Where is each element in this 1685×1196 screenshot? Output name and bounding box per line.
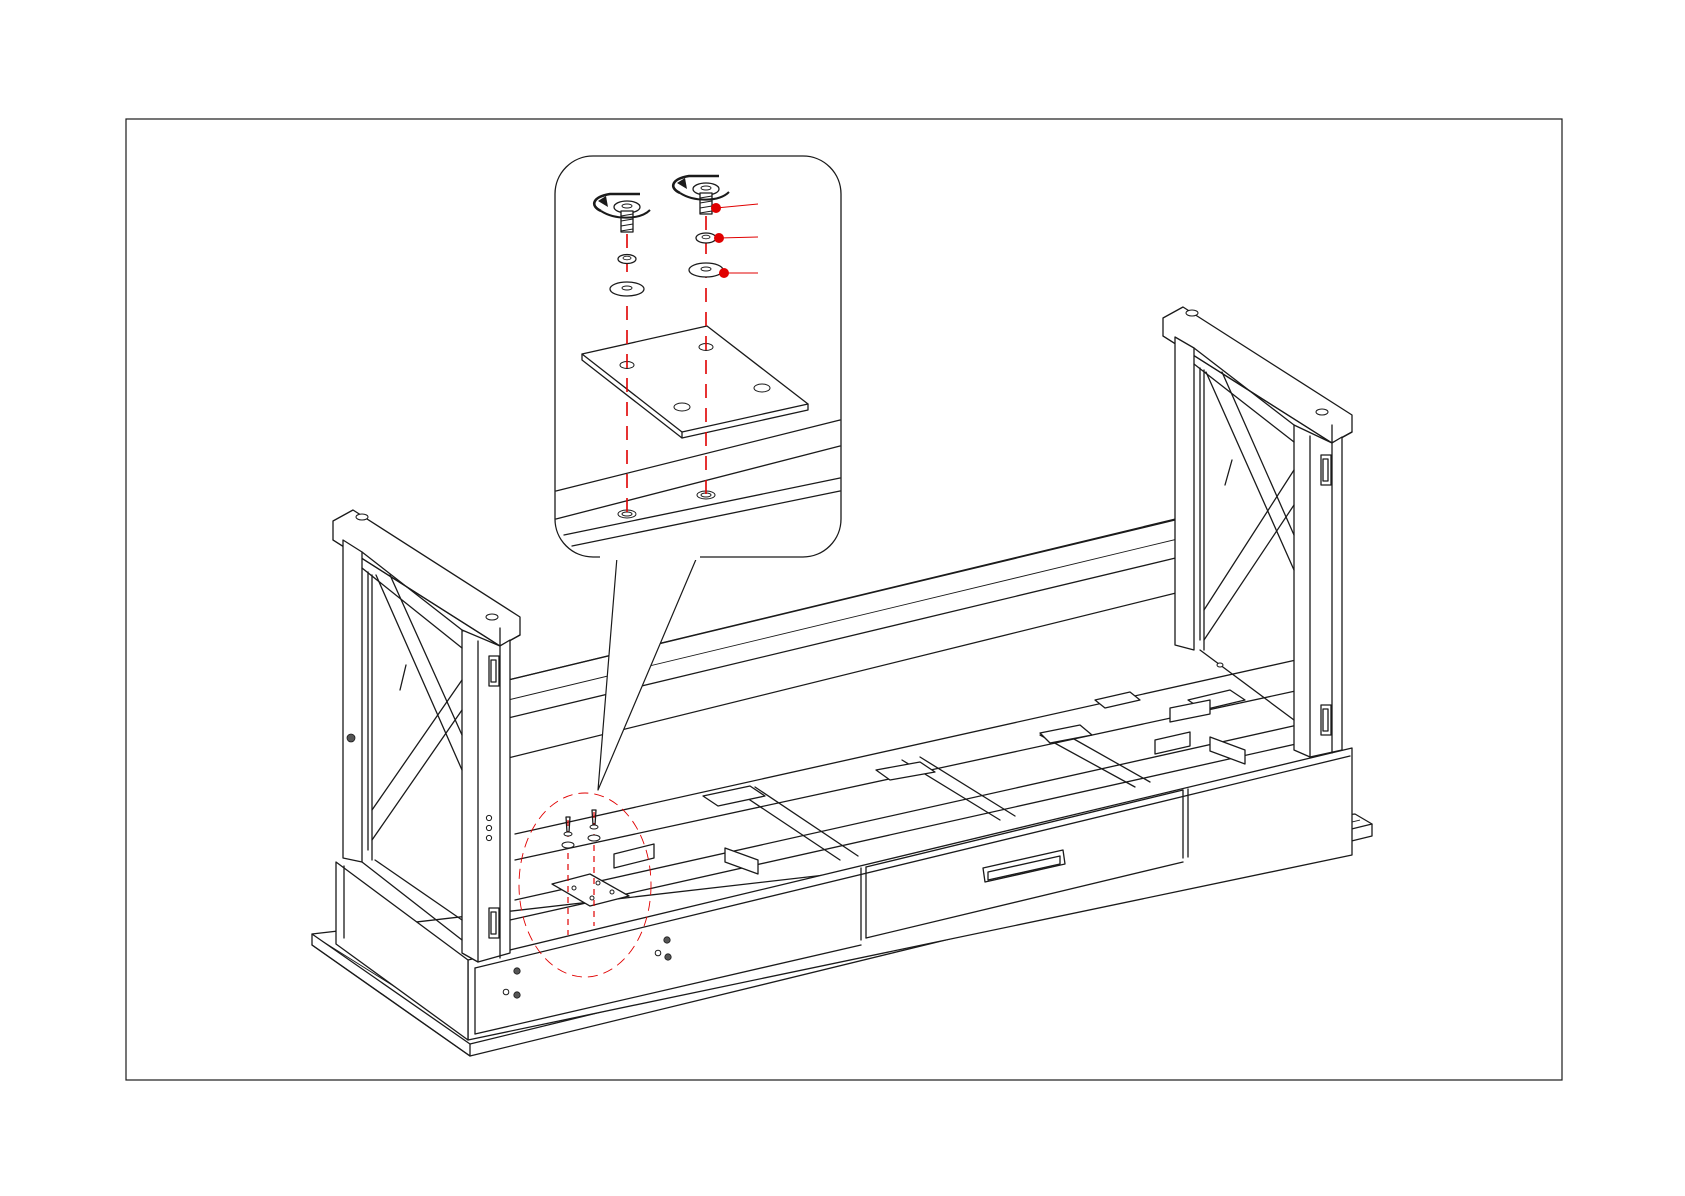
- flat-washer-icon: [610, 282, 644, 296]
- lock-washer-icon: [618, 255, 636, 264]
- right-leg-frame: [1163, 307, 1352, 757]
- flat-washer-icon: [689, 263, 723, 277]
- cabinet-assembly: [312, 307, 1372, 1056]
- lock-washer-icon: [696, 233, 716, 243]
- left-lower-side: [336, 862, 468, 1040]
